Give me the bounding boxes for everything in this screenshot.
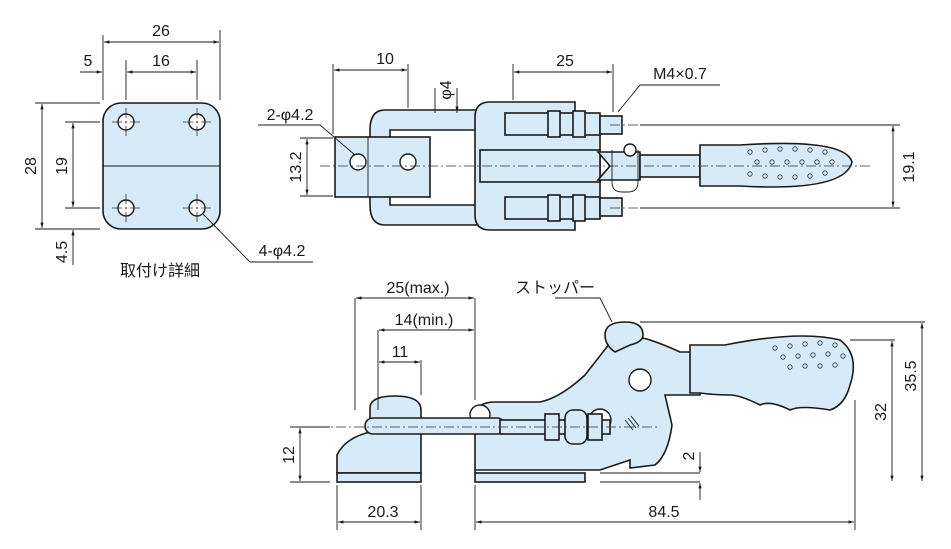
dim-width: 26: [152, 23, 170, 40]
dim-catch-hole-pitch: 13.2: [288, 151, 305, 182]
grip-top: [699, 142, 853, 188]
dim-mount-holes: 4-φ4.2: [259, 243, 306, 260]
stopper: [604, 321, 644, 353]
dim-grip-height: 32: [873, 403, 890, 421]
dim-min-reach: 14(min.): [395, 312, 454, 329]
dim-gap: 2: [681, 451, 698, 460]
dim-pin-diameter: φ4: [438, 80, 455, 99]
dim-edge-x: 5: [84, 53, 93, 70]
mount-detail-view: 26 16 5 28 19 4.5 4-φ4.2 取付け詳細: [23, 23, 313, 280]
stopper-label: ストッパー: [515, 280, 595, 297]
mount-holes: [112, 108, 212, 222]
dim-hole-pitch-x: 16: [152, 53, 170, 70]
dim-grip-diameter: 19.1: [901, 151, 918, 182]
dim-thread: M4×0.7: [653, 66, 707, 83]
clamp-body-side: [474, 336, 701, 473]
top-view: 10 25 φ4 M4×0.7 2-φ4.2 13.2 19.1: [258, 51, 918, 231]
side-view: 25(max.) 14(min.) 11 ストッパー 12 20.3 84.5 …: [281, 280, 925, 530]
dim-edge-y: 4.5: [54, 241, 71, 263]
dim-hole-pitch-y: 19: [54, 157, 71, 175]
dim-hook-height: 12: [281, 446, 298, 464]
dim-hook-width: 10: [376, 51, 394, 68]
dim-hook-offset: 11: [392, 344, 409, 361]
dim-bolt-length: 25: [556, 53, 574, 70]
dim-height: 28: [23, 157, 40, 175]
grip-side: [689, 335, 855, 411]
dim-max-reach: 25(max.): [386, 280, 449, 297]
dim-catch-holes: 2-φ4.2: [267, 107, 314, 124]
hook-rod: [364, 417, 506, 435]
dim-catch-length: 20.3: [367, 504, 398, 521]
dim-body-length: 84.5: [648, 504, 679, 521]
catch-plate: [334, 136, 431, 198]
mount-detail-title: 取付け詳細: [120, 262, 200, 280]
dim-total-height: 35.5: [903, 360, 920, 391]
